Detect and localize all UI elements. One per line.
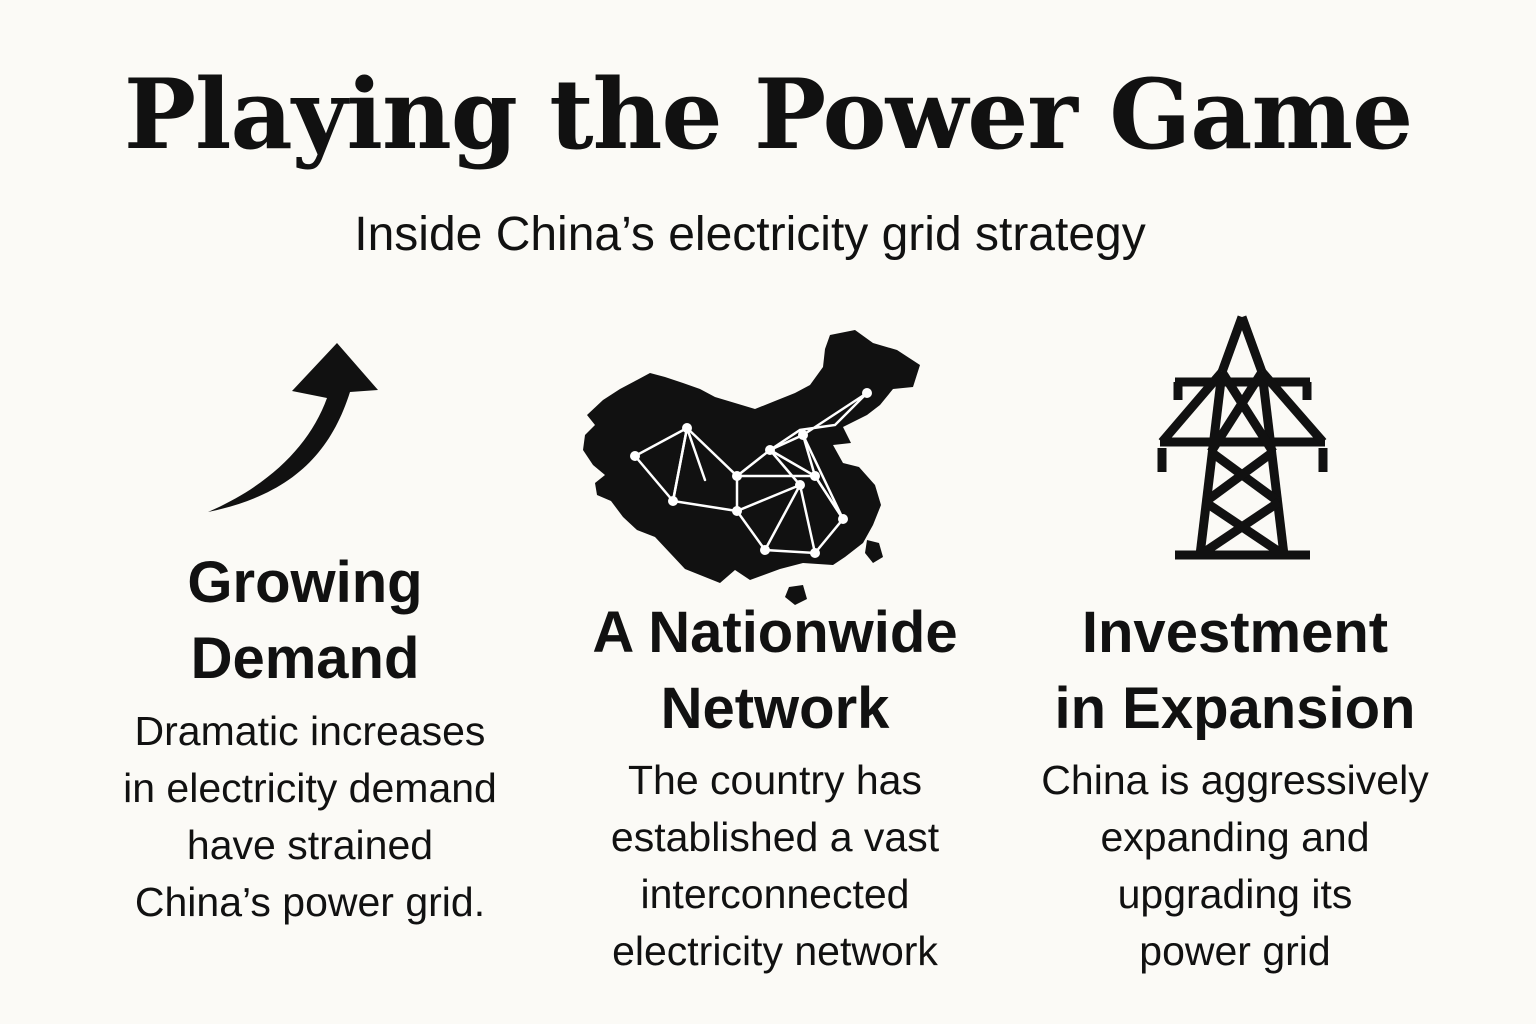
body-line: in electricity demand [123, 765, 497, 811]
body-line: China’s power grid. [134, 879, 486, 925]
heading-line: in Expansion [1054, 676, 1416, 741]
china-grid-map-icon [583, 330, 920, 605]
body-line: power grid [1139, 928, 1331, 974]
body-line: electricity network [612, 928, 938, 974]
body-line: interconnected [640, 871, 910, 917]
body-line: have strained [186, 822, 434, 868]
heading-line: A Nationwide [592, 600, 958, 665]
trend-up-arrow-icon [208, 343, 378, 512]
heading-line: Demand [190, 626, 420, 691]
heading-line: Growing [187, 550, 423, 615]
investment-expansion-heading: Investment in Expansion [1010, 595, 1460, 747]
body-line: established a vast [610, 814, 940, 860]
page-subtitle: Inside China’s electricity grid strategy [354, 208, 1146, 261]
body-line: expanding and [1100, 814, 1370, 860]
body-line: upgrading its [1117, 871, 1353, 917]
investment-expansion-description: China is aggressively expanding and upgr… [1000, 752, 1470, 980]
heading-line: Network [660, 676, 890, 741]
nationwide-network-description: The country has established a vast inter… [540, 752, 1010, 980]
growing-demand-heading: Growing Demand [90, 545, 520, 697]
body-line: Dramatic increases [134, 708, 486, 754]
transmission-tower-icon [1157, 315, 1328, 560]
heading-line: Investment [1081, 600, 1389, 665]
page-title: Playing the Power Game [123, 58, 1413, 171]
nationwide-network-heading: A Nationwide Network [540, 595, 1010, 747]
growing-demand-description: Dramatic increases in electricity demand… [60, 703, 560, 931]
body-line: China is aggressively [1041, 757, 1429, 803]
body-line: The country has [628, 757, 922, 803]
